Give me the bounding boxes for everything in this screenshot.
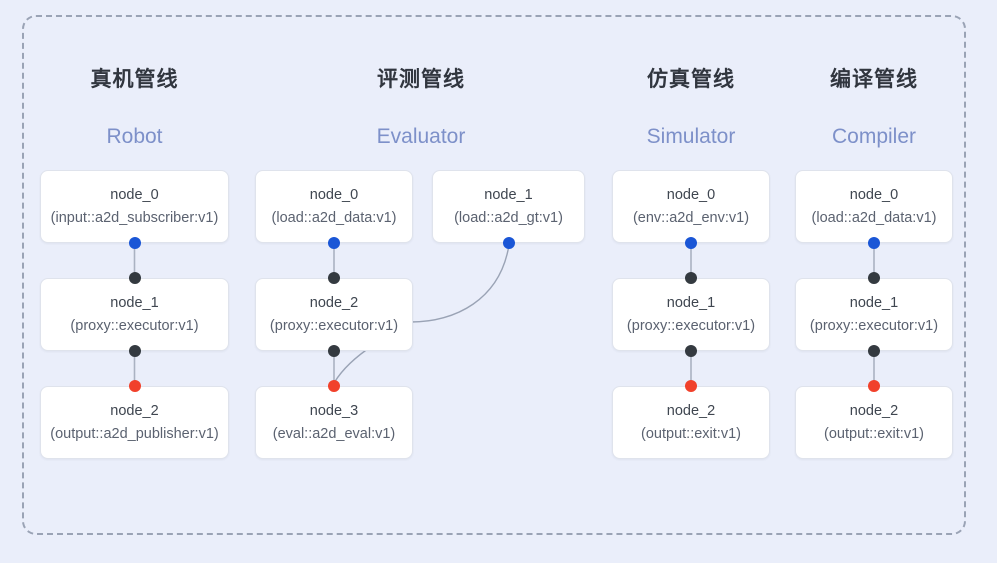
node-type: (load::a2d_gt:v1) bbox=[454, 209, 563, 226]
node-box-simulator-2[interactable]: node_2 (output::exit:v1) bbox=[612, 386, 770, 459]
column-title-en-evaluator: Evaluator bbox=[376, 125, 466, 148]
node-name: node_1 bbox=[110, 295, 159, 312]
column-title-cn-robot: 真机管线 bbox=[90, 68, 179, 91]
column-title-en-robot: Robot bbox=[106, 125, 163, 148]
node-type: (output::exit:v1) bbox=[824, 425, 924, 442]
node-name: node_0 bbox=[110, 187, 159, 204]
node-name: node_2 bbox=[110, 403, 159, 420]
port-input-robot-2[interactable] bbox=[128, 380, 141, 392]
port-input-simulator-1[interactable] bbox=[685, 272, 697, 284]
edge-gt-to-executor bbox=[410, 244, 510, 323]
port-output-evaluator-1[interactable] bbox=[328, 345, 340, 357]
node-name: node_0 bbox=[849, 187, 899, 204]
port-output-evaluator-gt[interactable] bbox=[503, 237, 515, 249]
port-output-robot-1[interactable] bbox=[128, 345, 141, 357]
node-name: node_1 bbox=[849, 295, 899, 312]
node-name: node_2 bbox=[849, 403, 899, 420]
node-type: (proxy::executor:v1) bbox=[70, 317, 199, 334]
node-type: (env::a2d_env:v1) bbox=[632, 209, 750, 226]
node-box-compiler-2[interactable]: node_2 (output::exit:v1) bbox=[795, 386, 953, 459]
node-type: (proxy::executor:v1) bbox=[269, 317, 399, 334]
port-input-robot-1[interactable] bbox=[128, 272, 141, 284]
column-title-cn-evaluator: 评测管线 bbox=[377, 68, 465, 91]
node-name: node_0 bbox=[666, 187, 716, 204]
node-box-compiler-1[interactable]: node_1 (proxy::executor:v1) bbox=[795, 278, 953, 351]
node-type: (input::a2d_subscriber:v1) bbox=[50, 209, 219, 226]
node-name: node_0 bbox=[309, 187, 359, 204]
column-title-cn-compiler: 编译管线 bbox=[830, 68, 918, 91]
port-output-compiler-0[interactable] bbox=[868, 237, 880, 249]
node-box-compiler-0[interactable]: node_0 (load::a2d_data:v1) bbox=[795, 170, 953, 243]
node-box-robot-0[interactable]: node_0 (input::a2d_subscriber:v1) bbox=[40, 170, 229, 243]
node-type: (load::a2d_data:v1) bbox=[271, 209, 397, 226]
node-type: (output::a2d_publisher:v1) bbox=[50, 425, 219, 442]
port-input-compiler-2[interactable] bbox=[868, 380, 880, 392]
node-box-evaluator-gt[interactable]: node_1 (load::a2d_gt:v1) bbox=[432, 170, 585, 243]
node-name: node_1 bbox=[666, 295, 716, 312]
node-box-robot-1[interactable]: node_1 (proxy::executor:v1) bbox=[40, 278, 229, 351]
node-box-simulator-1[interactable]: node_1 (proxy::executor:v1) bbox=[612, 278, 770, 351]
port-output-simulator-1[interactable] bbox=[685, 345, 697, 357]
port-input-simulator-2[interactable] bbox=[685, 380, 697, 392]
column-title-en-simulator: Simulator bbox=[646, 125, 736, 148]
column-title-cn-simulator: 仿真管线 bbox=[647, 68, 735, 91]
node-box-robot-2[interactable]: node_2 (output::a2d_publisher:v1) bbox=[40, 386, 229, 459]
node-name: node_2 bbox=[666, 403, 716, 420]
port-output-simulator-0[interactable] bbox=[685, 237, 697, 249]
node-type: (eval::a2d_eval:v1) bbox=[272, 425, 396, 442]
port-output-evaluator-0[interactable] bbox=[328, 237, 340, 249]
port-input-evaluator-1[interactable] bbox=[328, 272, 340, 284]
port-output-robot-0[interactable] bbox=[128, 237, 141, 249]
node-name: node_3 bbox=[309, 403, 359, 420]
node-type: (proxy::executor:v1) bbox=[809, 317, 939, 334]
port-input-compiler-1[interactable] bbox=[868, 272, 880, 284]
node-type: (output::exit:v1) bbox=[641, 425, 741, 442]
node-box-simulator-0[interactable]: node_0 (env::a2d_env:v1) bbox=[612, 170, 770, 243]
port-output-compiler-1[interactable] bbox=[868, 345, 880, 357]
port-input-evaluator-2[interactable] bbox=[328, 380, 340, 392]
node-box-evaluator-2[interactable]: node_3 (eval::a2d_eval:v1) bbox=[255, 386, 413, 459]
node-name: node_2 bbox=[309, 295, 359, 312]
node-box-evaluator-0[interactable]: node_0 (load::a2d_data:v1) bbox=[255, 170, 413, 243]
column-title-en-compiler: Compiler bbox=[831, 125, 917, 148]
node-name: node_1 bbox=[484, 187, 533, 204]
node-type: (load::a2d_data:v1) bbox=[811, 209, 937, 226]
node-type: (proxy::executor:v1) bbox=[626, 317, 756, 334]
node-box-evaluator-1[interactable]: node_2 (proxy::executor:v1) bbox=[255, 278, 413, 351]
